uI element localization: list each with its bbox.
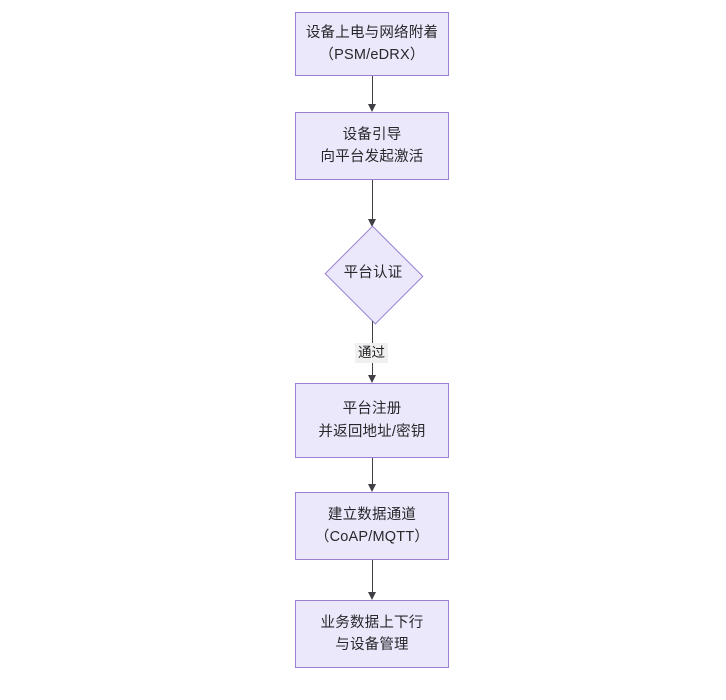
flow-node-platform-register[interactable]: 平台注册 并返回地址/密钥 bbox=[295, 383, 449, 458]
arrow-head-n4-n5 bbox=[367, 484, 376, 492]
connector-n2-n3 bbox=[372, 180, 373, 219]
edge-label-pass: 通过 bbox=[355, 343, 388, 363]
flow-node-line-1: 平台注册 bbox=[342, 401, 402, 418]
arrow-head-n2-n3 bbox=[367, 219, 376, 227]
arrow-head-n3-n4 bbox=[367, 375, 376, 383]
flow-node-line-2: 向平台发起激活 bbox=[320, 149, 424, 165]
arrow-head-n5-n6 bbox=[367, 592, 376, 600]
flow-node-device-bootstrap[interactable]: 设备引导 向平台发起激活 bbox=[295, 112, 449, 180]
flow-node-data-channel[interactable]: 建立数据通道 （CoAP/MQTT） bbox=[295, 492, 449, 560]
flow-node-line-2: 与设备管理 bbox=[335, 637, 409, 653]
arrow-head-n1-n2 bbox=[367, 104, 376, 112]
flow-node-line-1: 业务数据上下行 bbox=[320, 614, 424, 631]
flow-node-line-2: （PSM/eDRX） bbox=[319, 47, 425, 63]
flow-node-line-2: 并返回地址/密钥 bbox=[318, 423, 426, 440]
flow-node-business-data[interactable]: 业务数据上下行 与设备管理 bbox=[295, 600, 449, 668]
flow-node-line-1: 设备引导 bbox=[342, 126, 402, 143]
connector-n5-n6 bbox=[372, 560, 373, 592]
connector-n4-n5 bbox=[372, 458, 373, 484]
flow-node-line-1: 建立数据通道 bbox=[327, 506, 417, 523]
flow-node-line-1: 设备上电与网络附着 bbox=[305, 24, 439, 41]
flow-node-platform-auth-decision[interactable]: 平台认证 bbox=[323, 225, 424, 325]
flow-node-line-2: （CoAP/MQTT） bbox=[314, 529, 430, 545]
flow-node-line-1: 平台认证 bbox=[343, 265, 403, 282]
connector-n1-n2 bbox=[372, 76, 373, 104]
flow-node-device-power-on[interactable]: 设备上电与网络附着 （PSM/eDRX） bbox=[295, 12, 449, 76]
